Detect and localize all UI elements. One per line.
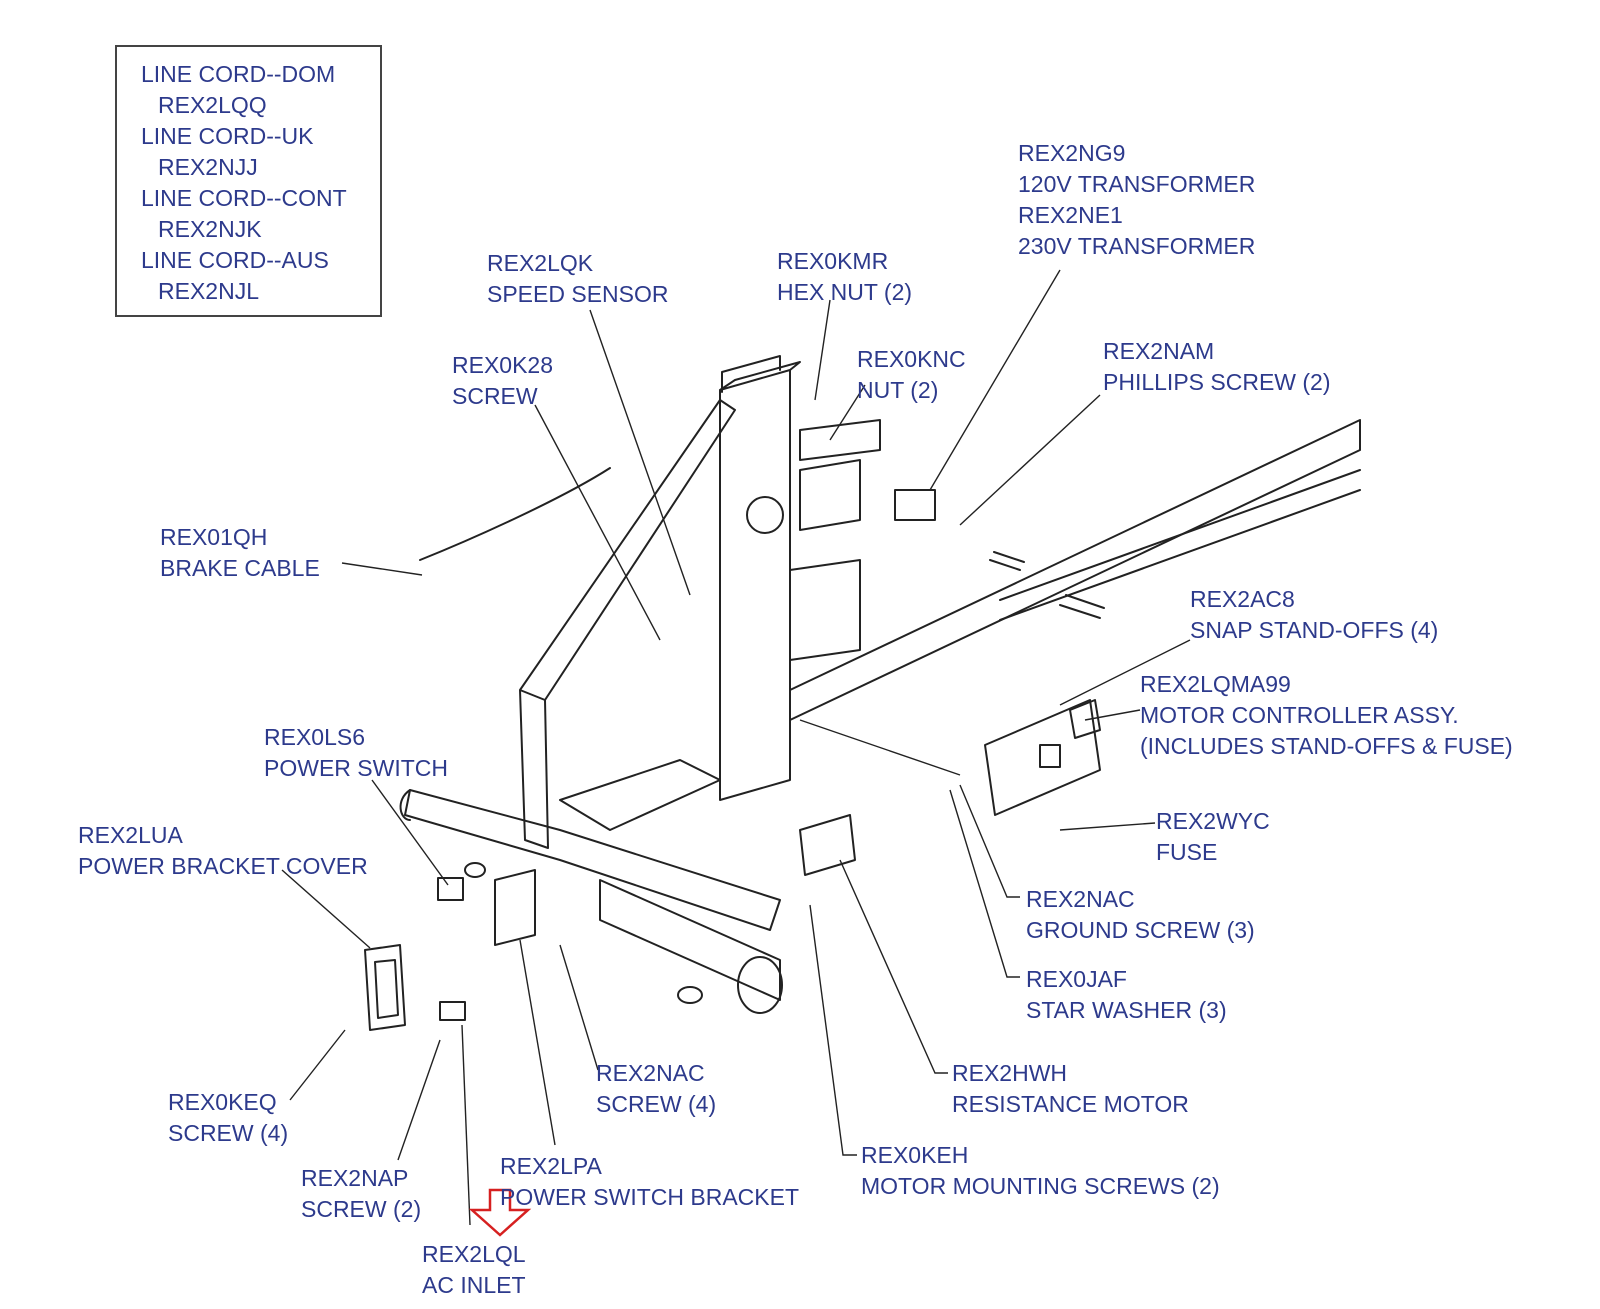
base-member <box>404 789 781 931</box>
line-cord-table: LINE CORD--DOM REX2LQQ LINE CORD--UK REX… <box>115 45 382 317</box>
resistance-motor-shape <box>799 814 856 876</box>
leader-transformer <box>929 269 1061 491</box>
controller-board <box>984 699 1101 816</box>
line-cord-entry: LINE CORD--DOM REX2LQQ LINE CORD--UK REX… <box>141 61 347 304</box>
leader-ground-screw <box>959 784 1020 898</box>
leader-hex-nut <box>814 299 831 401</box>
leader-screw-k28 <box>534 404 661 641</box>
handle-bar <box>519 399 736 849</box>
leader-phillips <box>959 394 1101 526</box>
foot-plate <box>559 759 721 831</box>
leader-fuse <box>1059 822 1156 831</box>
main-beam <box>789 419 1361 721</box>
leader-resistance-motor <box>839 859 948 1074</box>
rear-rail <box>999 469 1361 621</box>
leader-controller <box>1084 709 1141 721</box>
leader-screw-nac <box>559 944 599 1071</box>
leader-screw-keq <box>289 1029 346 1101</box>
brake-cable-shape <box>419 467 611 561</box>
leader-mounting-screws <box>809 904 857 1156</box>
base-front <box>599 879 781 1001</box>
leader-nut-knc <box>829 384 866 441</box>
leader-speed-sensor <box>589 309 691 596</box>
leader-screw-nap <box>397 1039 441 1161</box>
transformer-shape <box>894 489 936 521</box>
leader-brake-cable <box>341 562 423 576</box>
cover-shape <box>364 944 406 1031</box>
upright-post <box>719 361 801 801</box>
leader-star-washer <box>949 789 1020 978</box>
leader-standoffs <box>1059 639 1191 706</box>
leader-bracket <box>519 939 556 1146</box>
leader-power-switch <box>371 779 449 886</box>
highlight-arrow <box>468 1188 532 1237</box>
leader-bracket-cover <box>281 869 371 949</box>
bracket-shape <box>494 869 536 946</box>
leader-ac-inlet <box>461 1024 471 1226</box>
